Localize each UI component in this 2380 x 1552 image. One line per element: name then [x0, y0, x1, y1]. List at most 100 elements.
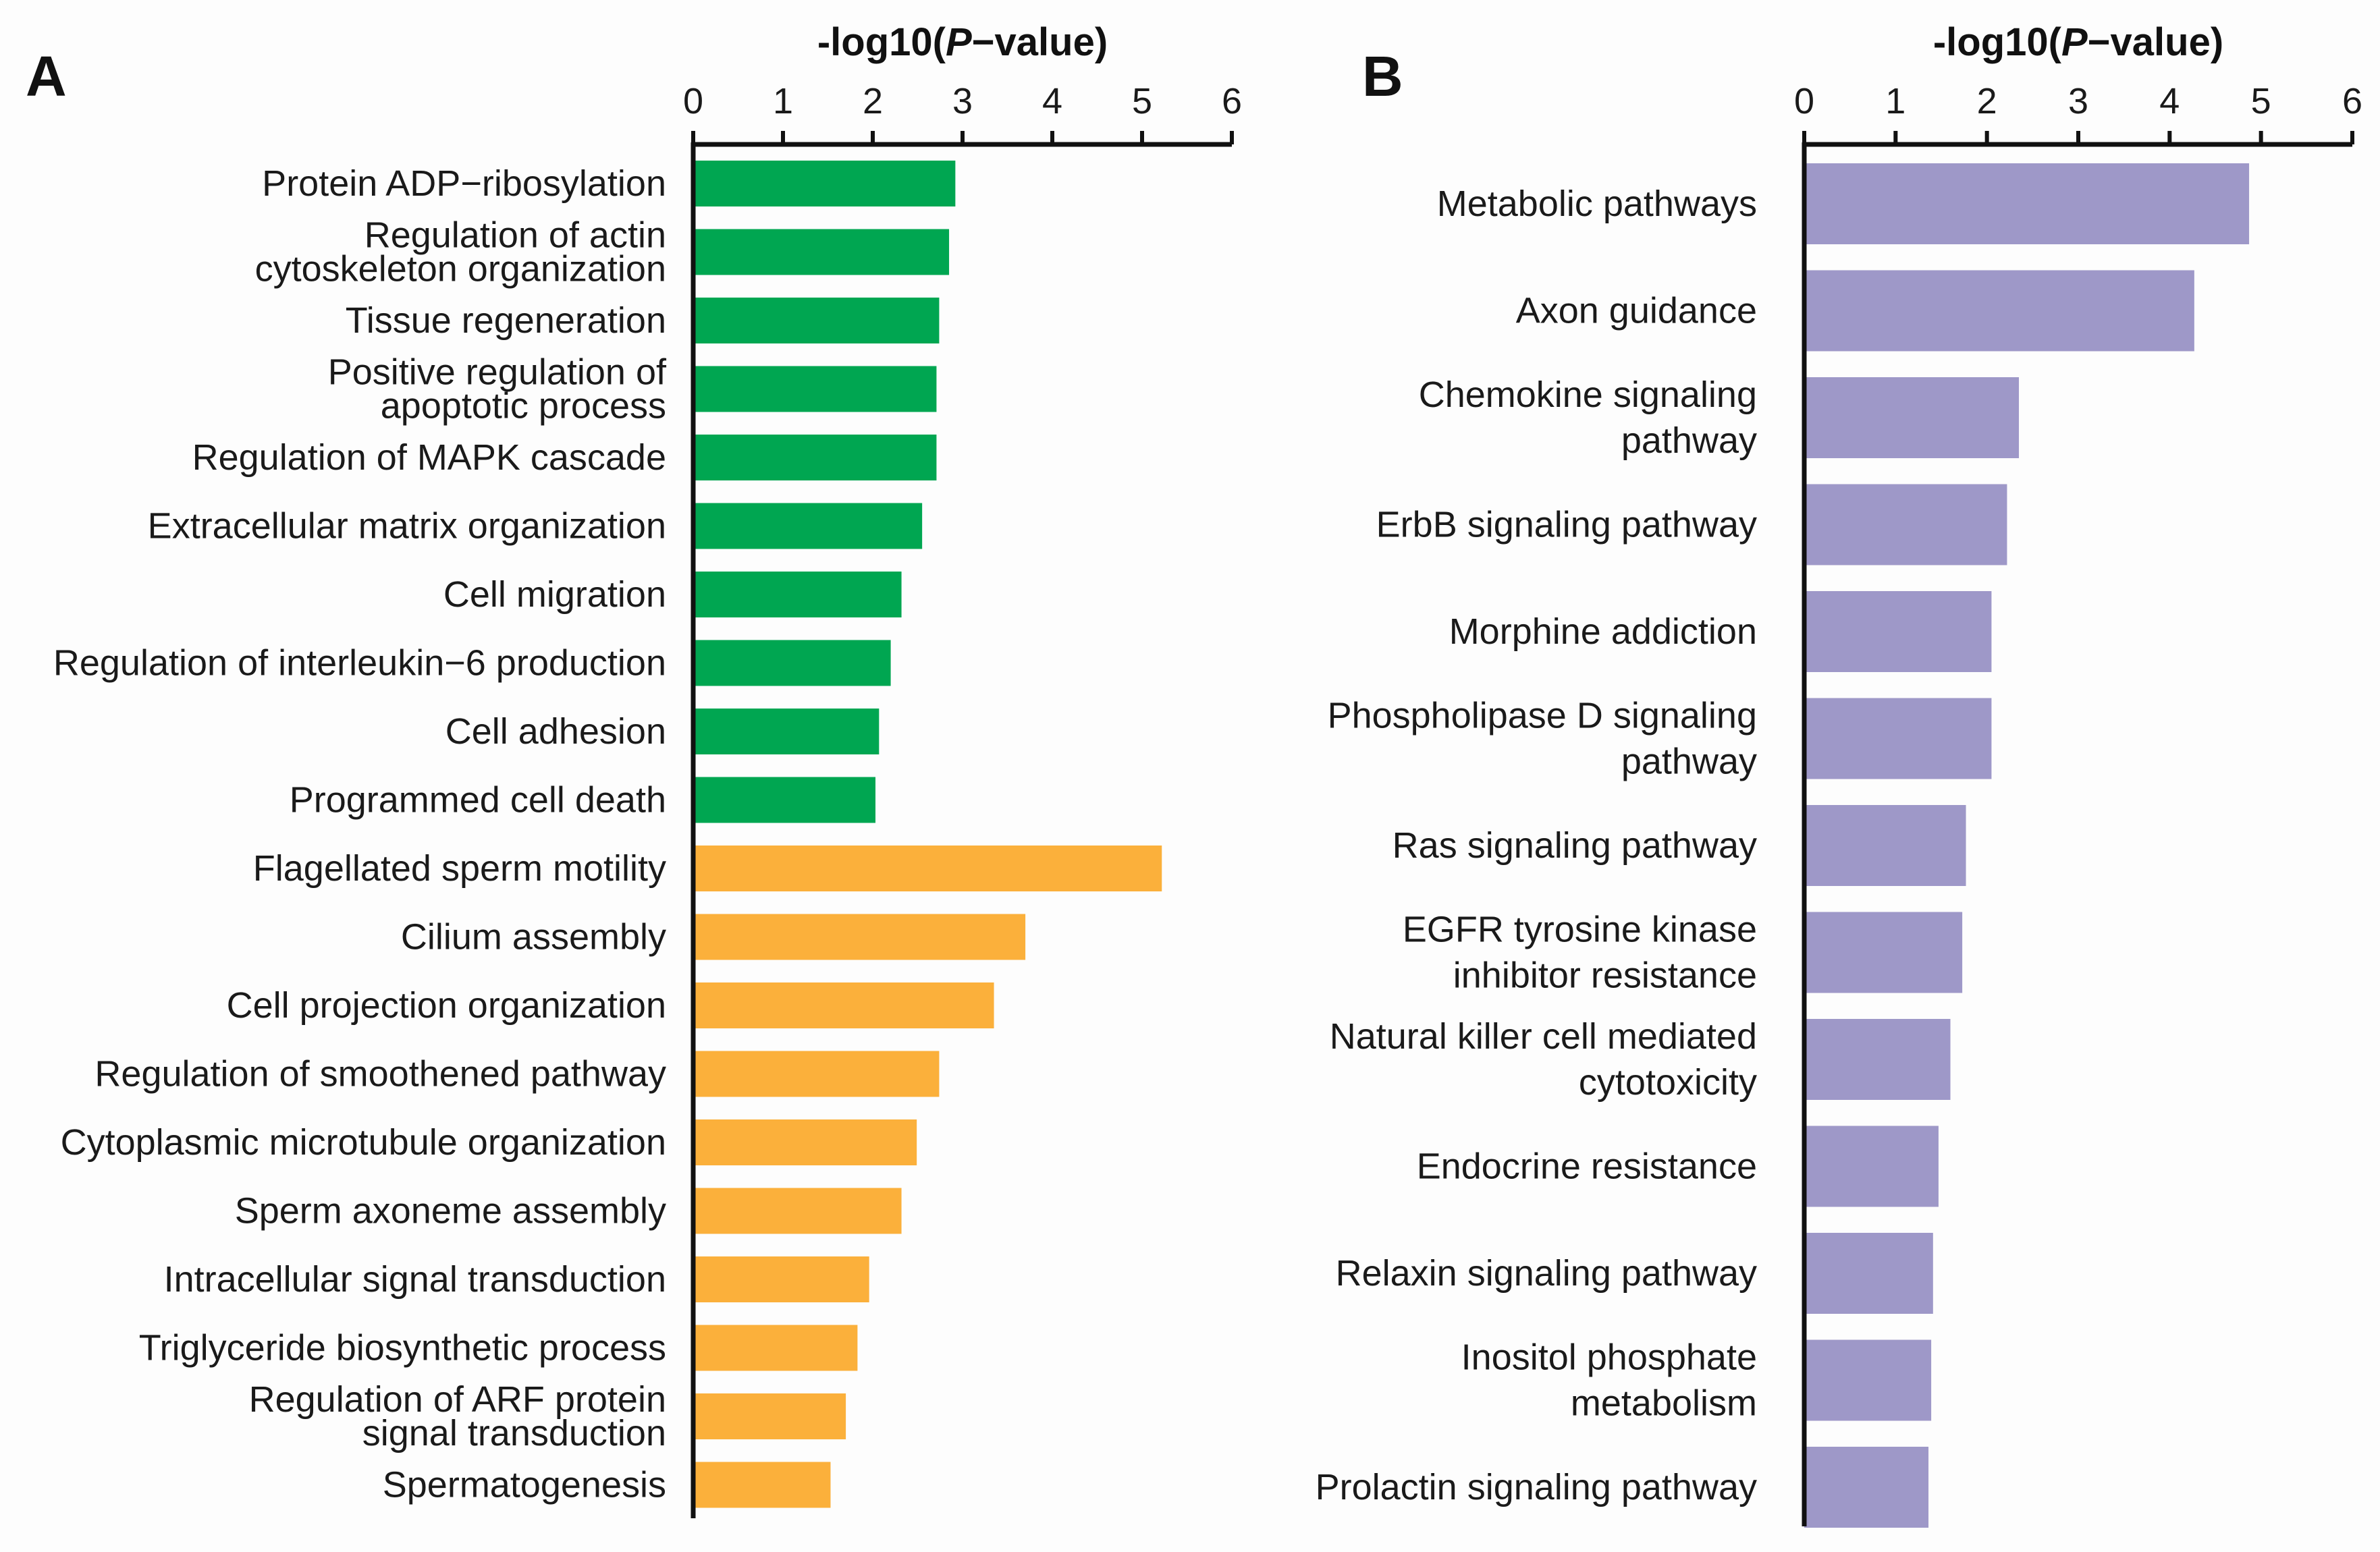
category-label: Triglyceride biosynthetic process	[139, 1328, 666, 1368]
category-label: signal transduction	[362, 1413, 666, 1453]
category-label: Regulation of MAPK cascade	[192, 437, 666, 478]
x-tick-label: 4	[1042, 81, 1062, 121]
category-label: Cell adhesion	[445, 711, 666, 752]
x-axis-title-italic: P	[946, 20, 972, 64]
x-tick-label: 0	[683, 81, 703, 121]
category-label: Relaxin signaling pathway	[1336, 1253, 1757, 1294]
category-label: Extracellular matrix organization	[148, 506, 666, 547]
bar	[693, 1256, 869, 1302]
bar	[693, 1051, 940, 1097]
category-label: Cilium assembly	[401, 917, 666, 958]
x-axis-title: -log10(P−value)	[817, 20, 1108, 64]
category-label: Tissue regeneration	[346, 300, 666, 341]
bar	[1804, 805, 1966, 886]
category-label: metabolism	[1571, 1383, 1757, 1424]
bar	[693, 777, 875, 823]
x-tick-label: 5	[1132, 81, 1152, 121]
category-label: Cell migration	[443, 574, 666, 615]
x-tick-label: 5	[2251, 81, 2271, 121]
bar	[693, 435, 937, 480]
bar	[1804, 1126, 1939, 1207]
x-axis-title-part: -log10(	[817, 20, 946, 64]
panel-letter: A	[26, 45, 67, 108]
bar	[693, 914, 1026, 960]
x-tick-label: 2	[1977, 81, 1997, 121]
category-label: Intracellular signal transduction	[164, 1259, 666, 1300]
category-label: Regulation of interleukin−6 production	[53, 643, 666, 684]
category-label: Inositol phosphate	[1461, 1337, 1757, 1378]
bar	[693, 1393, 846, 1439]
bar	[693, 982, 994, 1028]
x-axis-title: -log10(P−value)	[1933, 20, 2223, 64]
panel-letter: B	[1362, 45, 1403, 108]
category-label: Regulation of actin	[364, 215, 666, 256]
bar	[693, 298, 940, 343]
bar	[1804, 1447, 1929, 1528]
x-tick-label: 1	[773, 81, 793, 121]
bar	[693, 1119, 917, 1165]
category-label: Axon guidance	[1516, 291, 1757, 331]
bar	[1804, 912, 1963, 993]
bar	[693, 640, 891, 686]
category-label: Morphine addiction	[1449, 611, 1757, 652]
bar	[693, 161, 956, 206]
panel-a: A -log10(P−value) Protein ADP−ribosylation…	[26, 20, 1242, 1518]
bar	[1804, 163, 2250, 244]
x-tick-label: 6	[2342, 81, 2362, 121]
category-label: cytotoxicity	[1579, 1062, 1757, 1103]
category-label: Chemokine signaling	[1419, 375, 1757, 415]
bar	[693, 1188, 902, 1234]
x-axis-title-italic: P	[2061, 20, 2088, 64]
category-label: Natural killer cell mediated	[1330, 1016, 1757, 1057]
category-label: Sperm axoneme assembly	[235, 1191, 666, 1231]
category-label: Ras signaling pathway	[1392, 825, 1757, 866]
category-label: Phospholipase D signaling	[1328, 696, 1757, 736]
category-label: Endocrine resistance	[1417, 1146, 1757, 1187]
x-tick-label: 6	[1222, 81, 1242, 121]
x-tick-label: 1	[1885, 81, 1905, 121]
bar	[693, 229, 950, 275]
category-label: apoptotic process	[381, 386, 666, 426]
category-label: pathway	[1621, 742, 1757, 782]
x-axis-title-part: −value)	[2088, 20, 2224, 64]
x-tick-label: 3	[952, 81, 973, 121]
x-axis-title-part: -log10(	[1933, 20, 2062, 64]
category-label: Regulation of smoothened pathway	[94, 1054, 666, 1094]
category-label: Cytoplasmic microtubule organization	[61, 1122, 666, 1163]
bar	[1804, 1233, 1933, 1314]
category-label: inhibitor resistance	[1453, 955, 1757, 996]
category-label: Positive regulation of	[328, 352, 667, 393]
category-label: Protein ADP−ribosylation	[262, 163, 666, 204]
bar	[1804, 377, 2020, 458]
bar	[693, 366, 937, 412]
x-tick-label: 2	[863, 81, 883, 121]
category-label: EGFR tyrosine kinase	[1403, 910, 1757, 950]
x-tick-label: 0	[1794, 81, 1814, 121]
category-label: cytoskeleton organization	[255, 249, 666, 289]
bar	[1804, 698, 1992, 779]
bar	[1804, 270, 2194, 352]
bar	[1804, 1339, 1932, 1421]
category-label: Flagellated sperm motility	[253, 848, 666, 889]
category-label: Spermatogenesis	[383, 1465, 666, 1505]
bar	[693, 846, 1162, 891]
category-label: ErbB signaling pathway	[1376, 505, 1757, 545]
x-tick-label: 4	[2159, 81, 2180, 121]
x-tick-label: 3	[2068, 81, 2088, 121]
category-label: Metabolic pathways	[1437, 184, 1757, 224]
x-axis-title-part: −value)	[972, 20, 1108, 64]
bar	[1804, 1019, 1951, 1100]
bar	[693, 572, 902, 617]
category-label: Programmed cell death	[290, 780, 666, 821]
bar	[1804, 591, 1992, 672]
category-label: pathway	[1621, 420, 1757, 461]
bar	[693, 1325, 858, 1371]
bar	[1804, 484, 2007, 565]
category-label: Cell projection organization	[227, 985, 666, 1026]
category-label: Prolactin signaling pathway	[1316, 1467, 1757, 1507]
bar	[693, 503, 923, 549]
category-label: Regulation of ARF protein	[249, 1379, 666, 1420]
bar	[693, 1462, 831, 1508]
